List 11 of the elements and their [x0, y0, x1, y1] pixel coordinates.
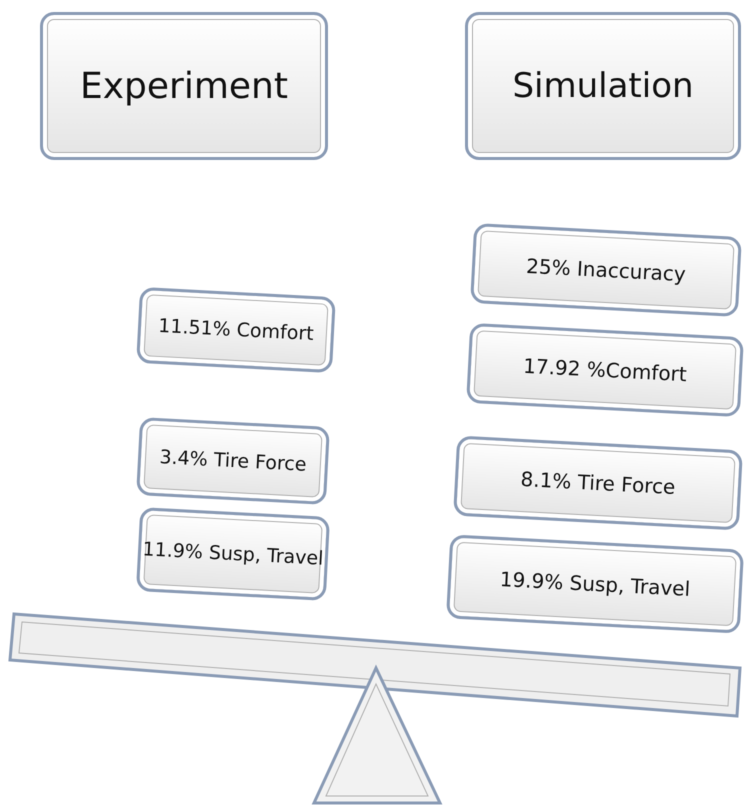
label-box: 3.4% Tire Force [136, 417, 330, 505]
label-box: 11.51% Comfort [136, 286, 336, 374]
label-box: 25% Inaccuracy [470, 223, 742, 317]
label-box: 11.9% Susp, Travel [136, 507, 330, 601]
label-box: Simulation [465, 12, 741, 160]
label-box: 17.92 %Comfort [466, 322, 744, 418]
balance-beam [8, 612, 742, 718]
label-box: Experiment [40, 12, 328, 160]
label-box: 19.9% Susp, Travel [446, 534, 744, 634]
fulcrum-triangle [312, 664, 442, 804]
label-box: 8.1% Tire Force [453, 436, 743, 530]
